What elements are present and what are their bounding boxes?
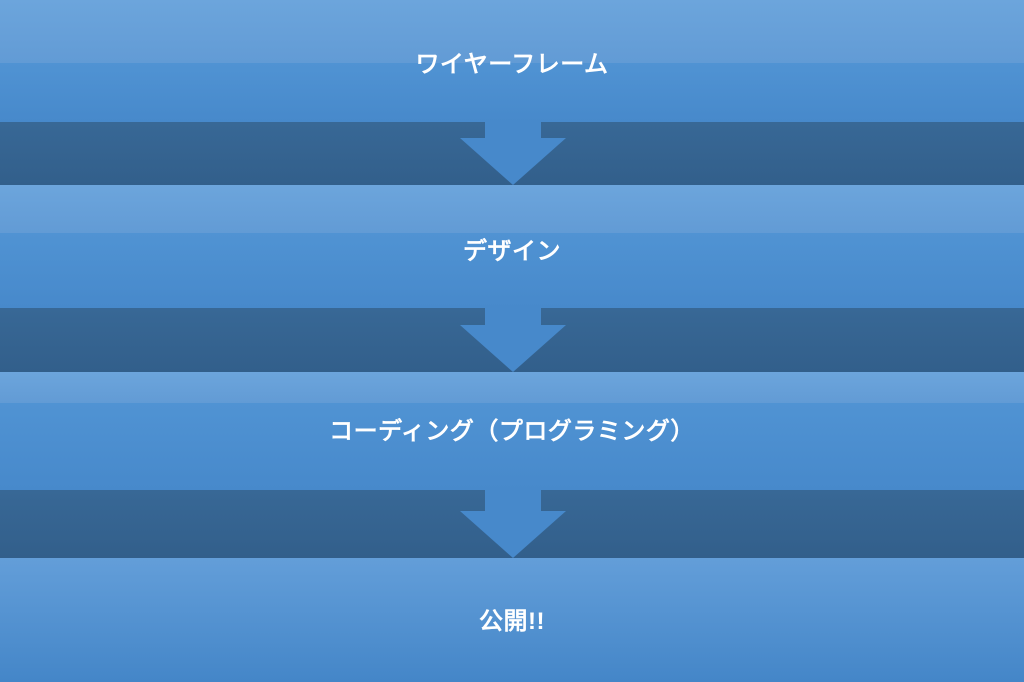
stripe-light-1 [0, 0, 1024, 63]
down-arrow-head [460, 138, 566, 185]
stripe-medium-2 [0, 233, 1024, 308]
down-arrow-stem [485, 308, 541, 325]
stripe-finale [0, 558, 1024, 682]
stripe-medium-3 [0, 403, 1024, 490]
step-label-design: デザイン [463, 238, 561, 265]
down-arrow-head [460, 511, 566, 558]
stripe-light-3 [0, 372, 1024, 403]
down-arrow-head [460, 325, 566, 372]
stripe-medium-1 [0, 63, 1024, 122]
down-arrow-stem [485, 122, 541, 138]
down-arrow-stem [485, 490, 541, 511]
step-label-wireframe: ワイヤーフレーム [415, 51, 609, 78]
stripe-light-2 [0, 185, 1024, 233]
step-label-publish: 公開!! [479, 608, 545, 635]
step-label-coding: コーディング（プログラミング） [329, 418, 695, 445]
